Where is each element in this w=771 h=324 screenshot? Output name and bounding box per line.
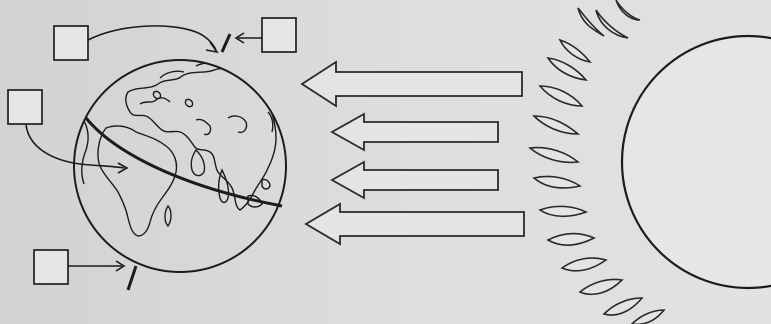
label-box-4[interactable] [33,249,69,285]
ray-arrow-1 [300,60,523,108]
terminator-line [84,117,283,208]
ray-arrow-2 [330,112,499,152]
label-box-3[interactable] [7,89,43,125]
ray-arrow-4 [304,202,525,246]
sun-ray-arrows [300,60,525,246]
label-boxes [7,17,297,285]
south-pole-tick [126,265,138,291]
leader-lines [25,25,262,272]
sun-flames [528,0,666,324]
earth-globe [73,33,287,291]
continent-outlines [81,62,277,237]
sun-disc [620,34,771,290]
sun [528,0,771,324]
north-pole-tick [220,33,232,53]
label-box-2[interactable] [261,17,297,53]
label-box-1[interactable] [53,25,89,61]
earth-outline [73,59,287,273]
ray-arrow-3 [330,160,499,200]
